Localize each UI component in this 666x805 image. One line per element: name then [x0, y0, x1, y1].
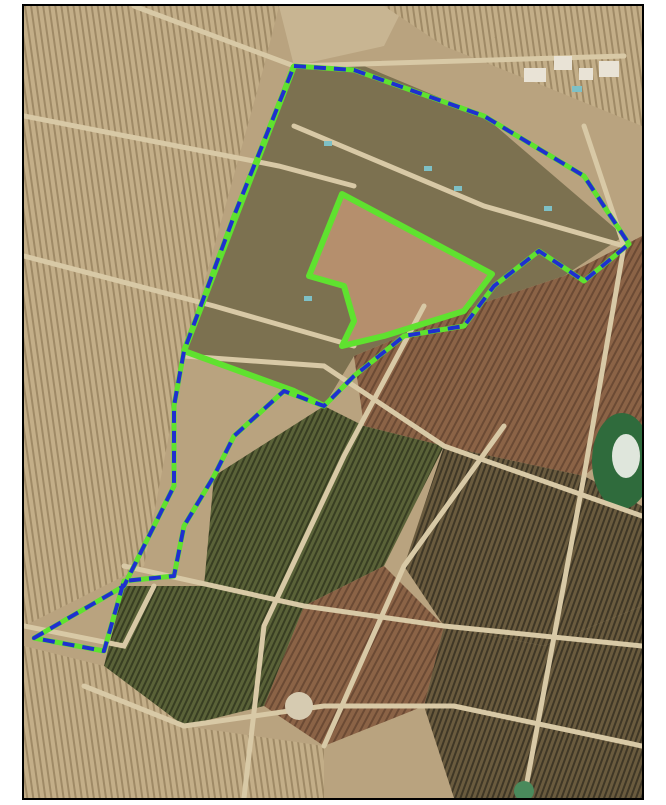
small-pond — [514, 781, 534, 798]
north-field — [279, 6, 404, 66]
west-vineyard — [24, 6, 279, 626]
aerial-map — [24, 6, 642, 798]
pond-water — [612, 434, 640, 478]
open-parcel — [309, 194, 492, 346]
road-network — [24, 6, 642, 798]
road-8 — [321, 423, 507, 749]
road-4 — [181, 353, 642, 519]
green-solid-outline — [306, 191, 495, 349]
northeast-vineyard — [384, 6, 642, 126]
blue-dashed-outline — [32, 64, 631, 653]
plot-brown-1 — [354, 236, 642, 476]
aerial-map-frame — [22, 4, 644, 800]
road-1 — [24, 113, 357, 189]
road-11 — [24, 583, 157, 649]
plot-green-1 — [204, 406, 444, 606]
road-5 — [24, 253, 357, 349]
road-7 — [241, 303, 427, 798]
farmstead — [285, 692, 313, 720]
road-10 — [81, 683, 642, 749]
buildings-northeast — [524, 56, 619, 82]
road-3 — [291, 123, 627, 249]
pools — [304, 86, 582, 301]
road-9 — [121, 563, 642, 649]
plot-dark-2 — [424, 606, 642, 798]
